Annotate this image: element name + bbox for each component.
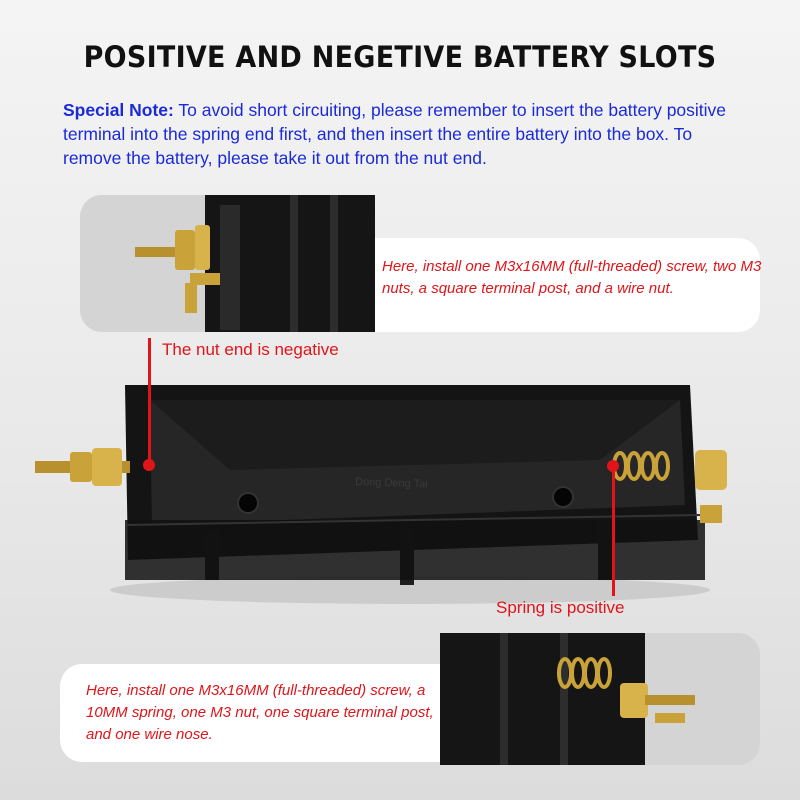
special-note-lead: Special Note: [63, 100, 174, 120]
positive-end-closeup-drawing [440, 633, 760, 765]
case-marking: Dong Deng Tai [355, 476, 428, 491]
negative-end-label: The nut end is negative [162, 340, 339, 359]
negative-leader-line [148, 338, 151, 463]
positive-end-description: Here, install one M3x16MM (full-threaded… [86, 682, 434, 743]
negative-terminal-marker [143, 459, 155, 471]
positive-end-closeup-photo [440, 633, 760, 765]
negative-end-description: Here, install one M3x16MM (full-threaded… [382, 258, 762, 297]
positive-leader-line [612, 466, 615, 596]
negative-end-closeup-photo [80, 195, 375, 332]
positive-terminal-marker [607, 460, 619, 472]
page-title: POSITIVE AND NEGETIVE BATTERY SLOTS [83, 40, 717, 74]
special-note: Special Note: To avoid short circuiting,… [63, 98, 753, 170]
negative-end-closeup-drawing [80, 195, 375, 332]
positive-end-label: Spring is positive [496, 598, 625, 617]
special-note-text: To avoid short circuiting, please rememb… [63, 100, 727, 168]
